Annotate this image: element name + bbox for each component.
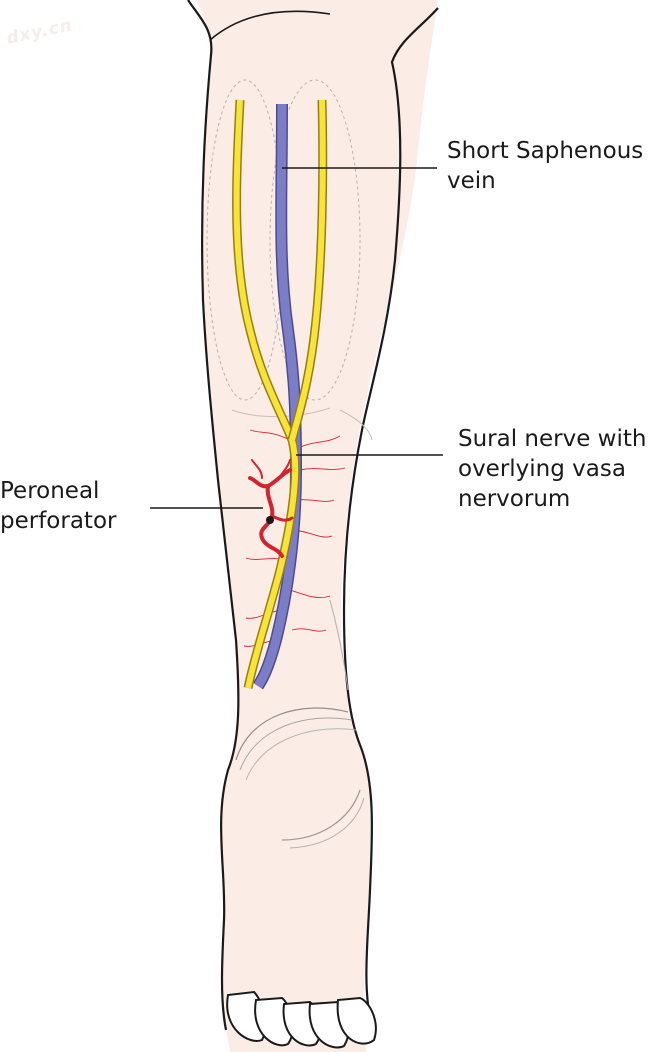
sural-nerve-lateral xyxy=(289,99,326,441)
leg-left-contour xyxy=(187,0,240,1031)
achilles-line xyxy=(329,599,349,691)
label-line: Peroneal xyxy=(0,478,100,504)
label-line: overlying vasa xyxy=(458,456,626,482)
heel-curve-1 xyxy=(281,789,361,841)
ankle-curve-3 xyxy=(245,728,357,781)
leg-right-contour xyxy=(342,7,439,1026)
leg-outline xyxy=(196,0,438,1052)
peroneal-perforator xyxy=(248,459,294,558)
calf-shading-2 xyxy=(339,409,373,441)
label-line: nervorum xyxy=(458,486,571,512)
label-line: perforator xyxy=(0,508,117,534)
heel-curve-2 xyxy=(289,797,365,849)
ankle-curve-1 xyxy=(235,707,349,761)
toes xyxy=(226,990,377,1049)
perforator-origin-dot xyxy=(266,516,274,524)
knee-crease xyxy=(209,10,331,41)
label-line: vein xyxy=(447,168,496,194)
label-peroneal-perforator: Peroneal perforator xyxy=(0,476,116,536)
label-short-saphenous-vein: Short Saphenous vein xyxy=(447,136,643,196)
muscle-belly-lateral xyxy=(269,79,361,401)
label-line: Sural nerve with xyxy=(458,426,647,452)
label-line: Short Saphenous xyxy=(447,138,644,164)
label-sural-nerve: Sural nerve with overlying vasa nervorum xyxy=(458,424,646,514)
ankle-curve-2 xyxy=(239,717,353,771)
